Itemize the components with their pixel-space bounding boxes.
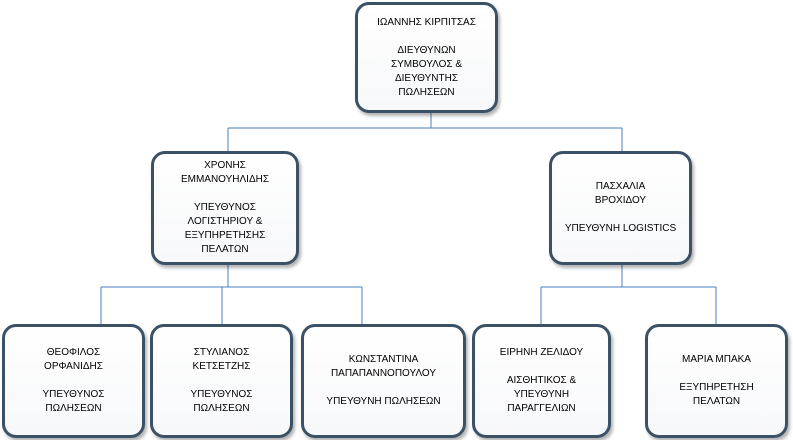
staff-role: ΥΠΕΥΘΥΝΟΣ ΠΩΛΗΣΕΩΝ xyxy=(190,389,253,414)
staff-box-1: ΘΕΟΦΙΛΟΣ ΟΡΦΑΝΙΔΗΣ ΥΠΕΥΘΥΝΟΣ ΠΩΛΗΣΕΩΝ xyxy=(2,324,145,438)
staff-box-2: ΣΤΥΛΙΑΝΟΣ ΚΕΤΣΕΤΖΗΣ ΥΠΕΥΘΥΝΟΣ ΠΩΛΗΣΕΩΝ xyxy=(150,324,293,438)
manager-box-accounting: ΧΡΟΝΗΣ ΕΜΜΑΝΟΥΗΛΙΔΗΣ ΥΠΕΥΘΥΝΟΣ ΛΟΓΙΣΤΗΡΙ… xyxy=(151,151,299,265)
staff-role: ΥΠΕΥΘΥΝΗ ΠΩΛΗΣΕΩΝ xyxy=(326,396,441,407)
manager-box-logistics: ΠΑΣΧΑΛΙΑ ΒΡΟΧΙΔΟΥ ΥΠΕΥΘΥΝΗ LOGISTICS xyxy=(549,151,692,265)
ceo-role: ΔΙΕΥΘΥΝΩΝ ΣΥΜΒΟΥΛΟΣ & ΔΙΕΥΘΥΝΤΗΣ ΠΩΛΗΣΕΩ… xyxy=(390,44,463,98)
staff-role: ΥΠΕΥΘΥΝΟΣ ΠΩΛΗΣΕΩΝ xyxy=(42,389,105,414)
manager-name: ΠΑΣΧΑΛΙΑ ΒΡΟΧΙΔΟΥ xyxy=(594,181,647,206)
staff-role: ΕΞΥΠΗΡΕΤΗΣΗ ΠΕΛΑΤΩΝ xyxy=(679,382,754,407)
manager-role: ΥΠΕΥΘΥΝΗ LOGISTICS xyxy=(564,223,677,234)
staff-box-5: ΜΑΡΙΑ ΜΠΑΚΑ ΕΞΥΠΗΡΕΤΗΣΗ ΠΕΛΑΤΩΝ xyxy=(645,324,788,438)
ceo-name: ΙΩΑΝΝΗΣ ΚΙΡΠΙΤΣΑΣ xyxy=(377,16,476,28)
staff-name: ΕΙΡΗΝΗ ΖΕΛΙΔΟΥ xyxy=(499,347,584,358)
staff-name: ΚΩΝΣΤΑΝΤΙΝΑ ΠΑΠΑΠΑΝΝΟΠΟΥΛΟΥ xyxy=(330,354,437,379)
manager-role: ΥΠΕΥΘΥΝΟΣ ΛΟΓΙΣΤΗΡΙΟΥ & ΕΞΥΠΗΡΕΤΗΣΗΣ ΠΕΛ… xyxy=(184,202,266,255)
ceo-box: ΙΩΑΝΝΗΣ ΚΙΡΠΙΤΣΑΣ ΔΙΕΥΘΥΝΩΝ ΣΥΜΒΟΥΛΟΣ & … xyxy=(355,2,498,113)
manager-name: ΧΡΟΝΗΣ ΕΜΜΑΝΟΥΗΛΙΔΗΣ xyxy=(180,160,270,185)
staff-box-3: ΚΩΝΣΤΑΝΤΙΝΑ ΠΑΠΑΠΑΝΝΟΠΟΥΛΟΥ ΥΠΕΥΘΥΝΗ ΠΩΛ… xyxy=(301,324,466,438)
staff-name: ΣΤΥΛΙΑΝΟΣ ΚΕΤΣΕΤΖΗΣ xyxy=(192,347,251,372)
staff-name: ΘΕΟΦΙΛΟΣ ΟΡΦΑΝΙΔΗΣ xyxy=(44,347,103,372)
staff-box-4: ΕΙΡΗΝΗ ΖΕΛΙΔΟΥ ΑΙΣΘΗΤΙΚΟΣ & ΥΠΕΥΘΥΝΗ ΠΑΡ… xyxy=(472,324,611,438)
staff-name: ΜΑΡΙΑ ΜΠΑΚΑ xyxy=(682,354,751,365)
staff-role: ΑΙΣΘΗΤΙΚΟΣ & ΥΠΕΥΘΥΝΗ ΠΑΡΑΓΓΕΛΙΩΝ xyxy=(506,375,577,414)
